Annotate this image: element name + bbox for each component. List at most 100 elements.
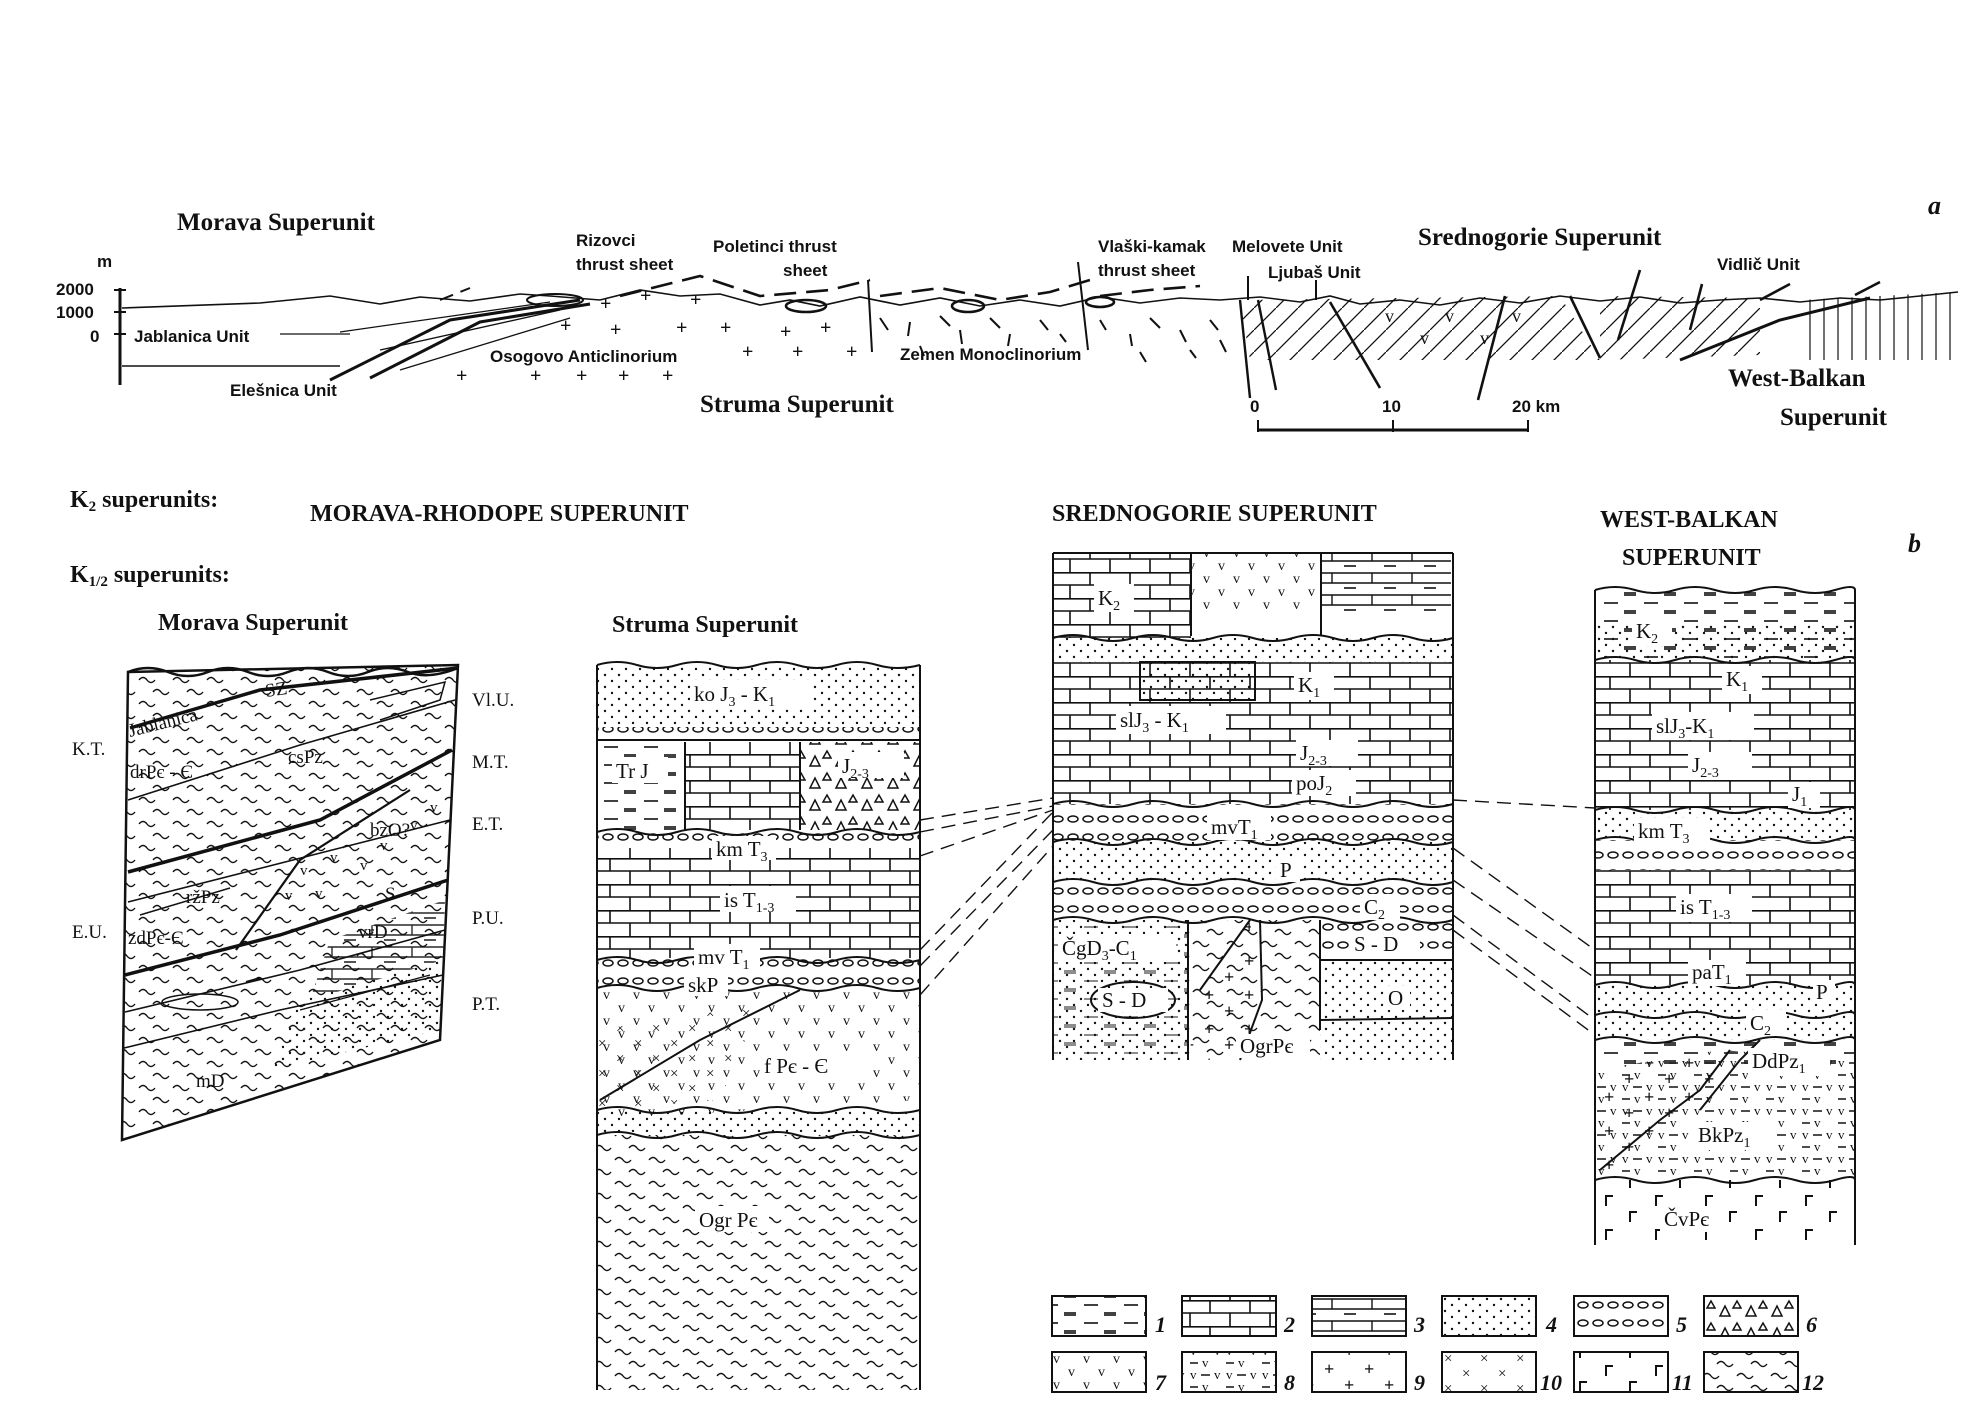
label-osogovo: Osogovo Anticlinorium	[490, 347, 677, 366]
unit-is-t13: is T1-3	[1680, 895, 1730, 923]
panel-label-b: b	[1908, 529, 1921, 558]
unit-j23: J2-3	[1300, 741, 1327, 769]
srednogorie-column-title: SREDNOGORIE SUPERUNIT	[1052, 501, 1377, 527]
svg-text:v: v	[1445, 306, 1454, 326]
unit-rzpz: ržPz	[186, 887, 220, 908]
svg-text:v: v	[360, 858, 368, 874]
west-balkan-title-2: Superunit	[1780, 404, 1888, 431]
unit-s-d-left: S - D	[1102, 988, 1146, 1012]
label-eu: E.U.	[72, 922, 107, 943]
unit-pat1: paT1	[1692, 960, 1732, 988]
scale-bar: 0 10 20 km	[1250, 397, 1560, 432]
legend-swatch-3	[1311, 1295, 1407, 1337]
morava-superunit-title: Morava Superunit	[177, 209, 376, 236]
zemen-strata-ticks	[879, 315, 1227, 363]
struma-unit-labels: ko J3 - K1 Tr J J2-3 km T3 is T1-3 mv T1…	[612, 680, 904, 1232]
west-balkan-unit-labels: K2 K1 slJ3-K1 J2-3 J1 km T3 is T1-3 paT1…	[1632, 618, 1835, 1232]
thrust-sheets	[619, 261, 1201, 353]
scale-tick-10: 10	[1382, 397, 1401, 416]
struma-superunit-title: Struma Superunit	[700, 391, 894, 418]
svg-text:+: +	[560, 315, 571, 337]
legend-label-6: 6	[1806, 1312, 1817, 1337]
unit-cgd3-c1: ČgD3-C1	[1062, 936, 1137, 964]
lithology-legend: 1 2 3 4 5 6 7 8 9 10 11 12	[1051, 1295, 1824, 1395]
unit-sz: SZ	[264, 678, 289, 702]
svg-text:v: v	[330, 850, 338, 866]
legend-label-10: 10	[1540, 1370, 1562, 1395]
unit-slj3-k1: slJ3 - K1	[1120, 708, 1189, 736]
svg-text:v: v	[430, 800, 438, 816]
svg-text:+: +	[820, 317, 831, 339]
morava-profile-structure	[122, 287, 591, 382]
unit-s: S	[385, 884, 396, 905]
legend-swatch-8	[1181, 1351, 1277, 1393]
legend-label-4: 4	[1545, 1312, 1557, 1337]
label-poletinci-1: Poletinci thrust	[713, 237, 837, 256]
legend-label-11: 11	[1672, 1370, 1693, 1395]
label-vlaski-2: thrust sheet	[1098, 261, 1196, 280]
legend-label-1: 1	[1155, 1312, 1166, 1337]
struma-column: ko J3 - K1 Tr J J2-3 km T3 is T1-3 mv T1…	[596, 661, 921, 1390]
legend-swatch-5	[1573, 1295, 1669, 1337]
unit-p: P	[1816, 980, 1828, 1004]
west-balkan-column-title-2: SUPERUNIT	[1622, 545, 1761, 571]
svg-text:v: v	[380, 838, 388, 854]
svg-text:v: v	[1512, 306, 1521, 326]
unit-f-pe: f Pє - Є	[764, 1054, 828, 1078]
morava-side-labels: K.T. E.U. Vl.U. M.T. E.T. P.U. P.T.	[72, 690, 514, 1015]
unit-ko-j3-k1: ko J3 - K1	[694, 682, 775, 710]
unit-c2: C2	[1750, 1011, 1771, 1039]
legend-label-2: 2	[1283, 1312, 1295, 1337]
panel-label-a: a	[1928, 191, 1941, 220]
unit-skp: skP	[688, 973, 718, 997]
unit-p: P	[1280, 858, 1292, 882]
label-vidlic: Vidlič Unit	[1717, 255, 1800, 274]
label-poletinci-2: sheet	[783, 261, 828, 280]
unit-poj2: poJ2	[1296, 771, 1332, 799]
label-pu: P.U.	[472, 908, 504, 929]
label-vlu: Vl.U.	[472, 690, 514, 711]
svg-text:+: +	[846, 341, 857, 363]
svg-text:+: +	[780, 321, 791, 343]
legend-label-8: 8	[1284, 1370, 1295, 1395]
svg-text:+: +	[662, 365, 673, 387]
legend-swatch-7	[1051, 1351, 1147, 1393]
label-et: E.T.	[472, 814, 503, 835]
label-rizovci-1: Rizovci	[576, 231, 636, 250]
label-mt: M.T.	[472, 752, 509, 773]
unit-k1: K1	[1726, 667, 1748, 695]
legend-swatch-12	[1703, 1351, 1799, 1393]
svg-text:+: +	[742, 341, 753, 363]
svg-text:v: v	[300, 863, 308, 879]
legend-swatch-11	[1573, 1351, 1669, 1393]
svg-text:+: +	[690, 289, 701, 311]
unit-zdpe: zdPє-Є	[128, 928, 184, 949]
unit-ddpz1: DdPz1	[1752, 1049, 1806, 1077]
unit-bzo: bzO?	[370, 820, 410, 841]
legend-swatch-4	[1441, 1295, 1537, 1337]
elevation-tick-2000: 2000	[56, 280, 94, 299]
legend-label-9: 9	[1414, 1370, 1425, 1395]
svg-text:+: +	[530, 365, 541, 387]
correlation-lines	[919, 797, 1596, 1036]
elevation-unit: m	[97, 252, 112, 271]
svg-text:v: v	[285, 888, 293, 904]
legend-label-3: 3	[1413, 1312, 1425, 1337]
label-vlaski-1: Vlaški-kamak	[1098, 237, 1206, 256]
legend-label-12: 12	[1802, 1370, 1824, 1395]
svg-text:+: +	[456, 365, 467, 387]
svg-text:v: v	[410, 818, 418, 834]
unit-bkpz1: BkPz1	[1698, 1123, 1751, 1151]
svg-text:v: v	[1480, 328, 1489, 348]
unit-ogr-pe: Ogr Pє	[699, 1208, 758, 1232]
profile-labels: Rizovci thrust sheet Poletinci thrust sh…	[134, 231, 1800, 400]
unit-j23: J2-3	[842, 754, 869, 782]
svg-text:+: +	[576, 365, 587, 387]
svg-text:+: +	[676, 317, 687, 339]
legend-label-7: 7	[1155, 1370, 1167, 1395]
svg-text:+: +	[610, 319, 621, 341]
unit-md: mD	[196, 1071, 225, 1092]
unit-vrd: vrD	[358, 922, 388, 943]
